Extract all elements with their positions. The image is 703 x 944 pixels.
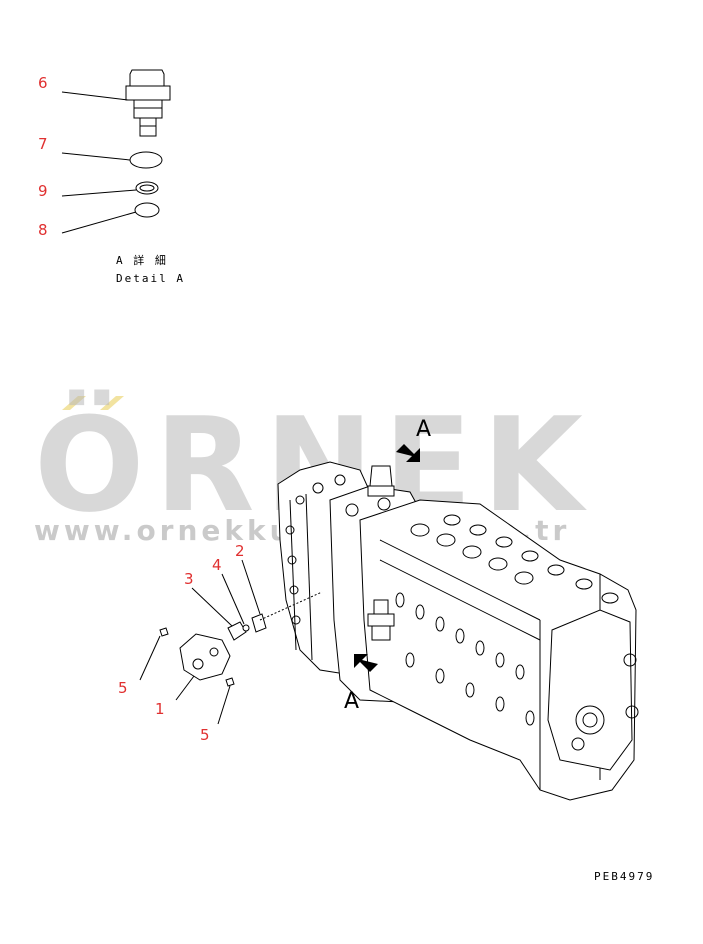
- part-3: [227, 621, 247, 641]
- view-arrow-top: [396, 444, 420, 462]
- callout-3: 3: [184, 570, 194, 588]
- view-label-bottom: A: [344, 689, 359, 714]
- detail-title-jp: A 詳 細: [116, 253, 168, 267]
- callout-5-left: 5: [118, 679, 128, 697]
- backup-ring-part-9: [135, 181, 159, 195]
- watermark-accent: [100, 396, 124, 410]
- callout-4: 4: [212, 556, 222, 574]
- relief-valve-assembly: [139, 559, 323, 725]
- bolt-part-5: [225, 677, 235, 687]
- watermark-accent: [62, 396, 86, 410]
- housing-part-1: [179, 633, 231, 681]
- part-4: [242, 624, 250, 632]
- callout-2: 2: [235, 542, 245, 560]
- detail-a-assembly: [61, 69, 171, 234]
- o-ring-part-8: [134, 202, 160, 218]
- detail-title-en: Detail A: [116, 272, 185, 285]
- control-valve-body: [277, 461, 639, 801]
- callout-9: 9: [38, 182, 48, 200]
- plug-part-6: [125, 69, 171, 137]
- part-2: [251, 613, 267, 633]
- view-label-top: A: [416, 417, 431, 442]
- o-ring-part-7: [129, 151, 163, 169]
- front-plug: [367, 599, 395, 641]
- view-arrow-bottom: [354, 654, 378, 672]
- bolt-part-5: [159, 627, 169, 637]
- top-plug: [367, 465, 395, 497]
- callout-8: 8: [38, 221, 48, 239]
- callout-1: 1: [155, 700, 165, 718]
- drawing-code: PEB4979: [594, 870, 654, 883]
- callout-7: 7: [38, 135, 48, 153]
- callout-6: 6: [38, 74, 48, 92]
- callout-5-right: 5: [200, 726, 210, 744]
